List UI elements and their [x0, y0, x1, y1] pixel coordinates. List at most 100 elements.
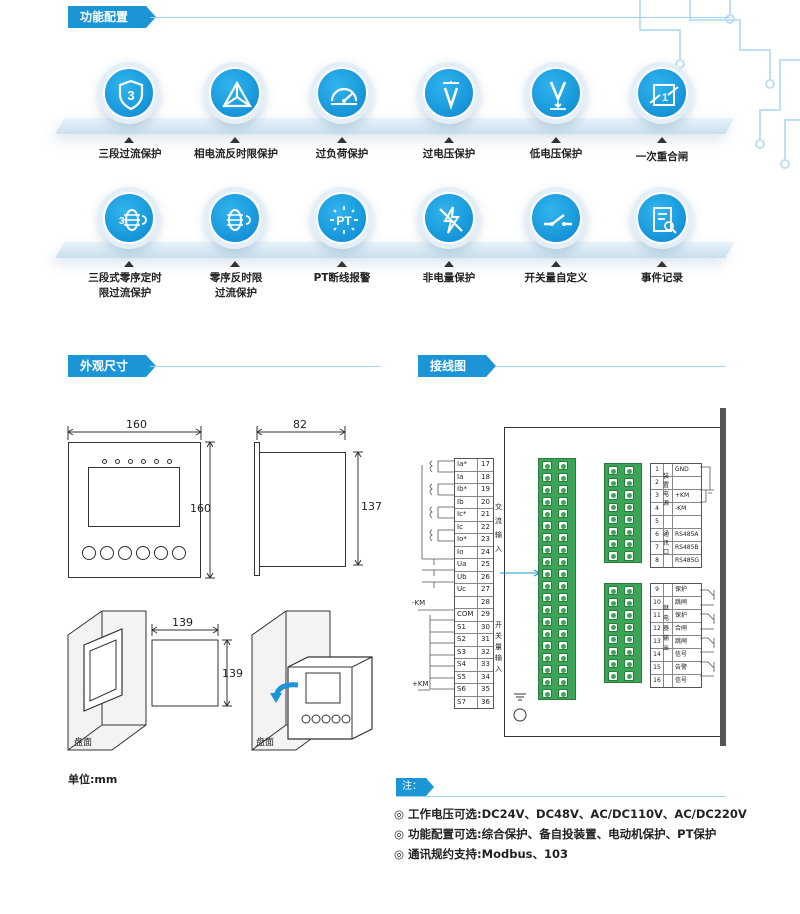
shield-3-icon: 3: [98, 62, 160, 124]
terminal-number: 2: [651, 477, 664, 489]
screw-head: [545, 523, 550, 529]
terminal-screw: [608, 551, 618, 561]
screw-head: [561, 691, 566, 697]
terminal-name: S7: [455, 696, 478, 708]
terminal-number: 21: [481, 510, 490, 518]
screw-head: [561, 475, 566, 481]
left-terminal-wiring: [418, 460, 454, 691]
screw-head: [545, 547, 550, 553]
left-group-label-di: 开关量输入: [495, 621, 502, 673]
terminal-screw: [542, 545, 552, 554]
screw-head: [561, 535, 566, 541]
screw-head: [611, 480, 616, 486]
screw-head: [545, 595, 550, 601]
terminal-group-cell: [664, 597, 673, 609]
screw-head: [611, 588, 616, 594]
terminal-row: Io*23: [455, 534, 493, 547]
terminal-name: 合闸: [675, 625, 688, 632]
screw-head: [627, 588, 632, 594]
terminal-name: +KM: [675, 492, 690, 499]
cutout-dimension: [151, 624, 232, 707]
feature-label: 过负荷保护: [315, 148, 369, 160]
pointer-marker: [230, 137, 240, 143]
terminal-screw: [558, 557, 568, 566]
screw-head: [561, 463, 566, 469]
terminal-name: Ub: [455, 571, 478, 583]
screw-head: [545, 679, 550, 685]
terminal-number: 3: [651, 490, 664, 502]
terminal-group-cell: [664, 623, 673, 635]
terminal-name: 告警: [675, 664, 688, 671]
screw-head: [611, 541, 616, 547]
terminal-number: 23: [481, 535, 490, 543]
screw-head: [627, 612, 632, 618]
terminal-block-relay: [604, 583, 642, 683]
terminal-screw: [542, 485, 552, 494]
terminal-row: Ib*19: [455, 484, 493, 497]
terminal-screw: [558, 581, 568, 590]
terminal-screw: [542, 461, 552, 470]
screw-head: [627, 637, 632, 643]
terminal-number: 16: [651, 675, 664, 687]
terminal-number: 25: [481, 560, 490, 568]
non-electric-icon: [418, 187, 480, 249]
terminal-name: S2: [455, 634, 478, 646]
screw-head: [561, 547, 566, 553]
terminal-name: 信号: [675, 677, 688, 684]
screw-head: [545, 511, 550, 517]
terminal-screw: [558, 461, 568, 470]
screw-head: [611, 505, 616, 511]
feature-label: 零序反时限过流保护: [209, 272, 263, 299]
section-divider: [150, 366, 380, 367]
terminal-screw: [624, 478, 634, 488]
terminal-number: 20: [481, 497, 490, 506]
connector-arrow: [500, 569, 542, 577]
terminal-screw: [608, 527, 618, 537]
screw-head: [545, 535, 550, 541]
terminal-screw: [608, 671, 618, 681]
terminal-name: RS485G: [675, 557, 700, 564]
terminal-name: 跳闸: [675, 599, 688, 606]
screw-head: [561, 559, 566, 565]
screw-head: [561, 583, 566, 589]
terminal-row: 4-KM: [651, 503, 701, 516]
terminal-number: 28: [481, 597, 490, 606]
terminal-screw: [542, 653, 552, 662]
terminal-screw: [542, 533, 552, 542]
terminal-group-cell: [664, 503, 673, 515]
screw-head: [611, 625, 616, 631]
dimension-arrows-side: [256, 426, 363, 566]
terminal-group-cell: [664, 636, 673, 648]
terminal-name: S1: [455, 621, 478, 633]
terminal-number: 27: [481, 585, 490, 593]
screw-head: [561, 523, 566, 529]
front-screen: [88, 467, 180, 527]
terminal-name: [673, 477, 701, 489]
front-key: [118, 546, 132, 560]
terminal-group-cell: [664, 477, 673, 489]
terminal-number: 33: [481, 660, 490, 668]
screw-head: [627, 480, 632, 486]
terminal-screw: [542, 569, 552, 578]
screw-head: [561, 643, 566, 649]
cutout-height-label: 139: [222, 667, 243, 680]
terminal-group-cell: [664, 542, 673, 554]
screw-head: [611, 612, 616, 618]
phase-triangle-icon: [204, 62, 266, 124]
terminal-number: 9: [651, 584, 664, 596]
pointer-marker: [124, 137, 134, 143]
terminal-number: 5: [651, 516, 664, 528]
terminal-name: S4: [455, 659, 478, 671]
terminal-row: 16 信号: [651, 675, 701, 687]
feature-label: 一次重合闸: [635, 151, 689, 163]
terminal-screw: [608, 502, 618, 512]
